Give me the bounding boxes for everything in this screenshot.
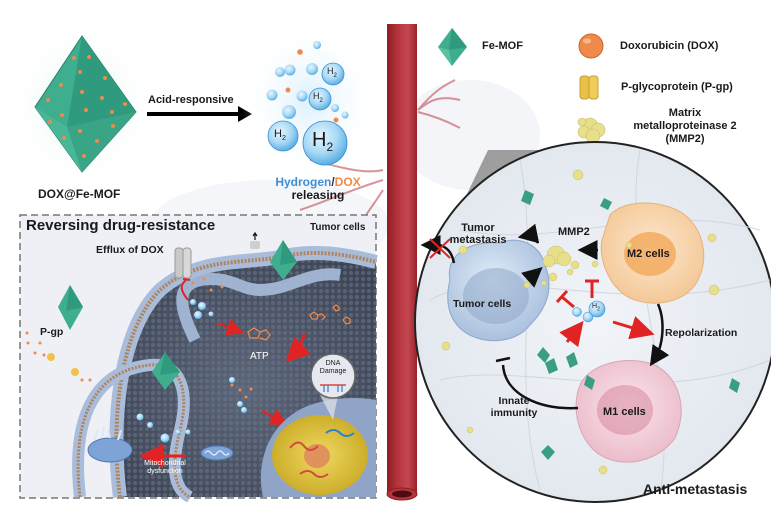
tumor-cells-label-right: Tumor cells [453,298,512,310]
anti-metastasis-panel [414,141,771,503]
legend-dox-label: Doxorubicin (DOX) [620,40,719,52]
h2-label: H2 [274,128,286,143]
h2-label-large: H2 [312,129,334,154]
pgp-efflux-pump [174,247,192,279]
panel-title-reversing-drug-resistance: Reversing drug-resistance [26,217,216,234]
h2-bubbles-center [572,300,606,323]
legend-pgp-icon [579,75,599,100]
h2-label-center: H2 [592,303,600,313]
legend-fe-mof-icon [438,28,467,66]
dox-fe-mof-label: DOX@Fe-MOF [38,187,121,201]
mitochondrion-damaged [87,425,133,463]
reversing-drug-resistance-panel [19,214,378,503]
legend-mmp2-label: Matrix metalloproteinase 2 (MMP2) [633,107,737,146]
legend-fe-mof-label: Fe-MOF [482,40,523,52]
blood-vessel [386,24,418,501]
dox-word: DOX [334,175,361,189]
releasing-word: releasing [291,188,345,203]
hydrogen-word: Hydrogen [275,175,332,189]
anti-metastasis-label: Anti-metastasis [643,481,748,497]
legend-pgp-label: P-glycoprotein (P-gp) [621,81,733,93]
release-sep: / [331,175,335,189]
nucleus [260,397,376,497]
h2-label: H2 [313,91,323,104]
m1-cells-label: M1 cells [603,406,646,418]
dna-damage-callout [310,353,356,420]
repolarization-label: Repolarization [665,327,738,339]
pgp-label: P-gp [40,326,64,338]
hydrogen-dox-releasing-label: Hydrogen/DOX releasing [258,175,378,203]
acid-responsive-arrow [147,106,252,122]
mmp2-label: MMP2 [558,226,590,238]
hydrogen-bubbles-cluster [240,20,380,180]
tumor-cells-label-left: Tumor cells [310,222,366,233]
h2-label: H2 [327,66,337,79]
atp-label: ATP [250,351,269,362]
legend-mmp2-icon [577,117,606,144]
dox-fe-mof-octahedron [12,25,152,185]
legend-dox-icon [578,33,604,59]
mitochondrion-healthy [200,445,234,461]
m2-cells-label: M2 cells [627,248,670,260]
efflux-of-dox-label: Efflux of DOX [96,244,164,256]
acid-responsive-label: Acid-responsive [148,94,234,106]
